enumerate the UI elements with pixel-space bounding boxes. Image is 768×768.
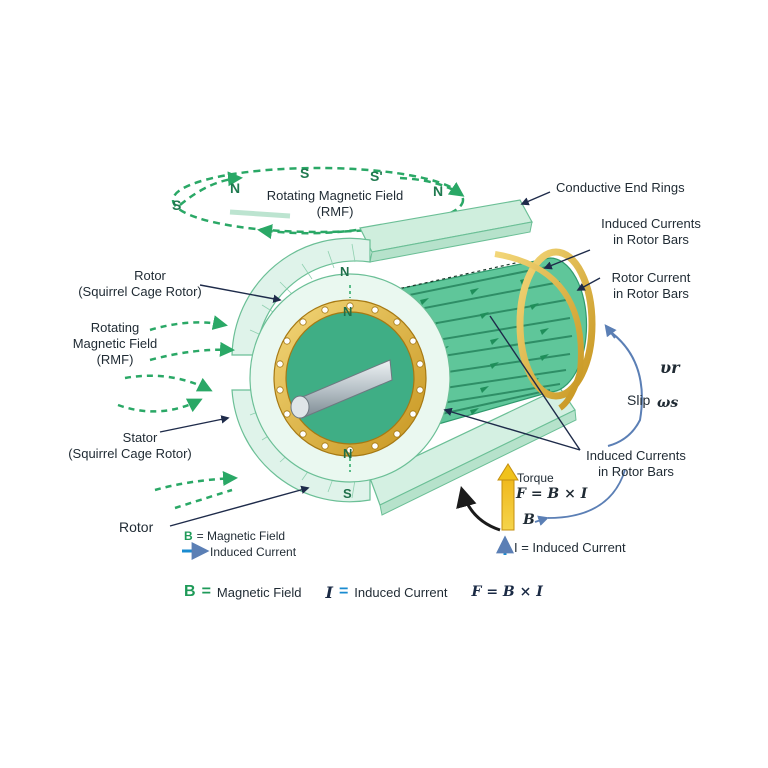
bottom-legend: B = Magnetic Field I = Induced Current F…	[184, 582, 564, 602]
pole-inner-bottom: N	[343, 446, 353, 461]
label-rmf-left-1: Rotating	[90, 320, 140, 335]
rmf-pole-n-left: N	[230, 180, 241, 196]
small-legend-i: Induced Current	[210, 545, 296, 559]
pole-outer-top: N	[340, 264, 350, 279]
label-induced-mid-1: Induced Currents	[586, 448, 686, 463]
rmf-top-subtitle: (RMF)	[316, 204, 354, 219]
small-legend-b: B = Magnetic Field	[184, 529, 285, 543]
bottom-legend-i-eq: =	[338, 583, 349, 600]
bottom-legend-b-symbol: B	[184, 583, 196, 600]
label-rotor-bottom: Rotor	[119, 519, 154, 535]
b-field-arc	[547, 469, 626, 519]
bottom-legend-b-text: Magnetic Field	[216, 584, 302, 600]
label-induced-top-2: in Rotor Bars	[613, 232, 689, 247]
label-slip: Slip	[627, 392, 651, 408]
label-rotor-current-2: in Rotor Bars	[613, 286, 689, 301]
label-stator-1: Stator	[122, 430, 158, 445]
label-induced-mid-2: in Rotor Bars	[598, 464, 674, 479]
rmf-left-arrows	[117, 315, 238, 510]
slip-arc	[604, 324, 643, 447]
bottom-legend-force-eq: F = B × I	[471, 584, 543, 600]
rmf-pole-s-mid: S	[300, 165, 310, 181]
label-stator-2: (Squirrel Cage Rotor)	[68, 446, 192, 461]
small-legend-i-text: Induced Current	[210, 545, 297, 559]
stator-housing	[231, 199, 577, 516]
label-rmf-left-2: Magnetic Field	[72, 336, 158, 351]
rotor-front-face	[249, 273, 451, 483]
rmf-top-title: Rotating Magnetic Field	[266, 188, 404, 203]
label-torque: Torque	[517, 471, 554, 485]
rmf-pole-n-right: N	[433, 183, 444, 199]
label-rotor-current-1: Rotor Current	[611, 270, 691, 285]
small-legend-b-text: = Magnetic Field	[196, 529, 286, 543]
torque-arrow	[497, 463, 519, 531]
label-induced-current: I = Induced Current	[514, 540, 626, 555]
label-force-equation: F = B × I	[516, 486, 588, 502]
rotation-arrow	[456, 485, 501, 532]
label-induced-top-1: Induced Currents	[601, 216, 701, 231]
label-end-rings: Conductive End Rings	[556, 180, 685, 195]
conductive-end-ring	[494, 251, 584, 411]
label-b-arrow: B	[523, 512, 535, 528]
rmf-pole-s-left: S	[172, 197, 182, 213]
label-omega-s: ωs	[657, 395, 679, 411]
label-rotor-top-1: Rotor	[134, 268, 166, 283]
bottom-legend-b-eq: =	[201, 583, 211, 600]
pole-inner-top: N	[343, 304, 353, 319]
small-legend-b-symbol: B	[184, 529, 193, 543]
label-rmf-left-3: (RMF)	[96, 352, 134, 367]
leader-lines	[159, 191, 601, 527]
pole-outer-bottom: S	[343, 486, 352, 501]
bottom-legend-i-symbol: I	[325, 582, 333, 602]
rmf-pole-s-prime: S'	[370, 168, 383, 184]
label-rotor-top-2: (Squirrel Cage Rotor)	[78, 284, 202, 299]
label-omega-r: υr	[660, 358, 680, 377]
bottom-legend-i-text: Induced Current	[354, 584, 448, 600]
